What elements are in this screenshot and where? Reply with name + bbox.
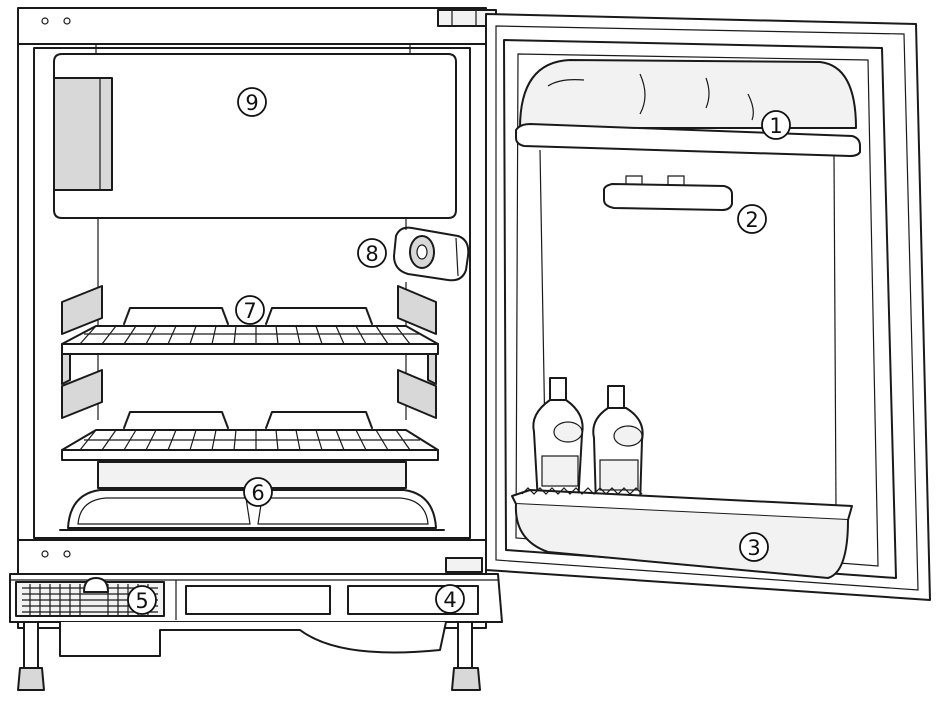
callout-3-label: 3 [747, 536, 760, 560]
wire-shelf-upper [61, 307, 439, 355]
callout-8-label: 8 [365, 242, 378, 266]
callout-9-label: 9 [245, 91, 258, 115]
shelf-supports [61, 285, 437, 419]
wire-shelf-lower [61, 411, 439, 461]
callout-1: 1 [761, 110, 791, 140]
callout-7: 7 [235, 295, 265, 325]
callout-3: 3 [739, 532, 769, 562]
door-top-compartment [515, 59, 861, 157]
callout-8: 8 [357, 238, 387, 268]
callout-6-label: 6 [251, 481, 264, 505]
callout-2-label: 2 [745, 208, 758, 232]
callout-4: 4 [435, 584, 465, 614]
callout-1-label: 1 [769, 114, 782, 138]
callout-6: 6 [243, 477, 273, 507]
callout-7-label: 7 [243, 299, 256, 323]
callout-5-label: 5 [135, 589, 148, 613]
callout-5: 5 [127, 585, 157, 615]
callout-9: 9 [237, 87, 267, 117]
bottle-right [592, 385, 644, 507]
base-slot-center [185, 585, 331, 615]
adjustable-foot-left [17, 621, 45, 691]
crisper-drawer [59, 461, 445, 531]
door-egg-shelf [603, 175, 733, 211]
callout-4-label: 4 [443, 588, 456, 612]
freezer-compartment [53, 44, 457, 219]
door-bottle-shelf [511, 487, 853, 579]
callout-2: 2 [737, 204, 767, 234]
adjustable-foot-right [451, 621, 481, 691]
thermostat-knob [393, 226, 470, 282]
